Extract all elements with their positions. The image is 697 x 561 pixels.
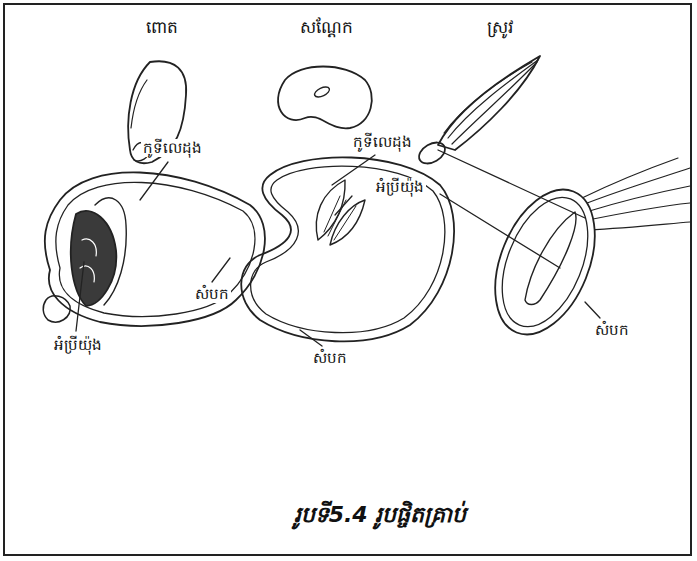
figure-caption: រូបទី5.4 រូបផ្ចិតគ្រាប់ (292, 501, 469, 529)
rice-grain (415, 56, 540, 168)
part-label: អំប្រីយ៉ុង (52, 336, 104, 355)
seed-name: សណ្តែក (298, 17, 355, 38)
part-label: សំបក (311, 349, 349, 368)
part-label: អំប្រីយ៉ុង (374, 178, 426, 197)
part-label: សំបក (593, 321, 631, 340)
seed-name: ពោត (144, 17, 180, 38)
bean-seed (278, 67, 372, 129)
seed-name: ស្រូវ (485, 17, 515, 38)
part-label: កូទីលេដុង (351, 133, 414, 152)
corn-section (43, 172, 265, 326)
leader-lines (76, 150, 600, 346)
bean-section (241, 157, 454, 341)
part-label: សំបក (193, 285, 231, 304)
rice-section (476, 158, 690, 349)
part-label: កូទីលេដុង (141, 139, 204, 158)
